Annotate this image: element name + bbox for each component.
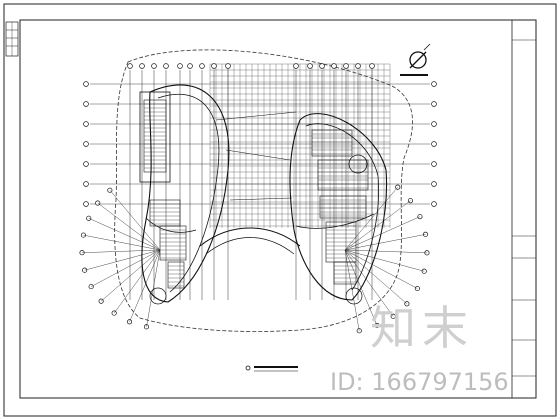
axis-bubble — [151, 63, 157, 69]
room-block — [167, 261, 185, 289]
radial-line — [100, 249, 161, 302]
radial-line — [109, 190, 161, 251]
axis-bubble — [163, 63, 169, 69]
axis-bubble — [83, 121, 89, 127]
room-details — [143, 99, 369, 305]
watermark-id: ID: 166797156 — [330, 368, 509, 396]
axis-bubble — [431, 201, 437, 207]
axis-bubble — [431, 81, 437, 87]
radial-line — [113, 249, 161, 314]
stair-circle — [149, 287, 167, 305]
axis-bubble — [343, 63, 349, 69]
axis-bubble — [187, 63, 193, 69]
stair-circle — [348, 154, 368, 174]
radial-line — [344, 249, 360, 331]
axis-bubble — [293, 63, 299, 69]
room-block — [159, 225, 187, 261]
axis-bubble — [83, 181, 89, 187]
axis-bubble — [211, 63, 217, 69]
radial-axis-lines — [82, 187, 427, 331]
axis-bubble — [83, 81, 89, 87]
left-building-wing — [139, 84, 230, 303]
room-block — [333, 261, 357, 285]
radial-line — [344, 249, 394, 317]
watermark-logo: 知末 — [370, 301, 474, 355]
axis-bubble — [355, 63, 361, 69]
axis-lines — [90, 70, 430, 300]
stair-circle — [345, 287, 363, 305]
axis-bubble — [369, 63, 375, 69]
axis-bubbles — [79, 63, 437, 334]
room-block — [319, 195, 367, 219]
axis-bubble — [199, 63, 205, 69]
axis-bubble — [307, 63, 313, 69]
radial-line — [82, 249, 161, 253]
radial-line — [84, 249, 161, 271]
axis-bubble — [331, 63, 337, 69]
axis-bubble — [83, 201, 89, 207]
radial-line — [83, 234, 161, 251]
axis-bubble — [83, 101, 89, 107]
axis-bubble — [319, 63, 325, 69]
sheet-outer-border — [3, 3, 557, 417]
axis-bubble — [127, 63, 133, 69]
structural-grid — [209, 63, 391, 228]
axis-bubble — [431, 101, 437, 107]
radial-line — [97, 202, 161, 251]
axis-bubble — [225, 63, 231, 69]
title-block — [511, 20, 536, 398]
radial-line — [344, 249, 427, 254]
drawing-title-marker — [245, 365, 298, 372]
room-block — [317, 159, 369, 191]
radial-line — [344, 234, 426, 251]
radial-line — [88, 218, 161, 251]
axis-bubble — [83, 141, 89, 147]
axis-bubble — [83, 161, 89, 167]
axis-bubble — [431, 181, 437, 187]
axis-bubble — [431, 161, 437, 167]
axis-bubble — [431, 141, 437, 147]
sheet-inner-border — [19, 19, 537, 399]
radial-line — [344, 187, 398, 251]
axis-bubble — [431, 121, 437, 127]
room-block — [311, 129, 353, 157]
left-binding-strip — [5, 21, 19, 57]
radial-line — [344, 216, 421, 251]
radial-line — [344, 249, 425, 272]
right-building-wing — [289, 113, 388, 301]
axis-bubble — [177, 63, 183, 69]
radial-line — [146, 249, 161, 327]
radial-line — [129, 249, 161, 322]
site-boundary — [114, 49, 413, 332]
north-arrow-icon — [400, 43, 431, 76]
radial-line — [91, 249, 161, 287]
central-canopy — [199, 111, 301, 255]
radial-line — [344, 249, 408, 304]
axis-bubble — [139, 63, 145, 69]
radial-line — [344, 249, 418, 289]
